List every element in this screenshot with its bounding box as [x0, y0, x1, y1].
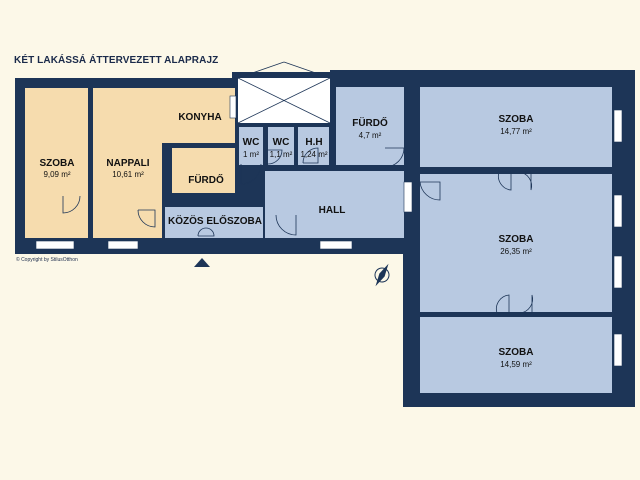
label-hh-area: 1,24 m²: [300, 150, 328, 159]
label-furdo-right-area: 4,7 m²: [358, 131, 382, 140]
compass-icon: [374, 263, 390, 287]
room-szoba-top: [420, 87, 612, 167]
room-wc1: [239, 127, 263, 165]
label-wc2-area: 1,1 m²: [269, 150, 293, 159]
room-kozos-eloszoba: [165, 207, 263, 238]
label-konyha-name: KONYHA: [178, 112, 222, 123]
room-nappali: [93, 88, 162, 238]
label-kozos-eloszoba-name: KÖZÖS ELŐSZOBA: [168, 216, 262, 227]
windows: [35, 95, 623, 367]
label-szoba-left-name: SZOBA: [39, 158, 75, 169]
room-hh: [298, 127, 329, 165]
label-szoba-left-area: 9,09 m²: [43, 170, 71, 179]
room-hall: [265, 171, 404, 238]
room-furdo-small: [172, 148, 235, 193]
label-nappali-name: NAPPALI: [106, 158, 150, 169]
label-szoba-top-name: SZOBA: [498, 114, 534, 125]
entrance-arrow-icon: [194, 258, 210, 267]
room-szoba-left: [25, 88, 88, 238]
room-konyha: [162, 88, 235, 143]
room-floors: [25, 87, 612, 393]
label-hh-name: H.H: [305, 137, 323, 148]
room-szoba-mid: [420, 174, 612, 312]
label-szoba-mid-area: 26,35 m²: [500, 247, 532, 256]
wall-recess-edge: [232, 72, 332, 78]
label-szoba-mid-name: SZOBA: [498, 234, 534, 245]
room-szoba-bot: [420, 317, 612, 393]
label-nappali-area: 10,61 m²: [112, 170, 144, 179]
label-wc1-name: WC: [242, 137, 260, 148]
label-wc1-area: 1 m²: [243, 150, 259, 159]
label-szoba-bot-name: SZOBA: [498, 347, 534, 358]
label-szoba-top-area: 14,77 m²: [500, 127, 532, 136]
stairwell: [237, 61, 331, 124]
label-szoba-bot-area: 14,59 m²: [500, 360, 532, 369]
copyright-note: © Copyright by StilusOtthon: [16, 257, 78, 263]
room-wc2: [268, 127, 294, 165]
label-furdo-small-name: FÜRDŐ: [188, 175, 224, 186]
doors: [62, 147, 533, 314]
room-furdo-right: [336, 87, 404, 165]
page-title: KÉT LAKÁSSÁ ÁTTERVEZETT ALAPRAJZ: [14, 55, 219, 66]
label-hall-name: HALL: [318, 205, 346, 216]
label-furdo-right-name: FÜRDŐ: [352, 118, 388, 129]
label-wc2-name: WC: [272, 137, 290, 148]
